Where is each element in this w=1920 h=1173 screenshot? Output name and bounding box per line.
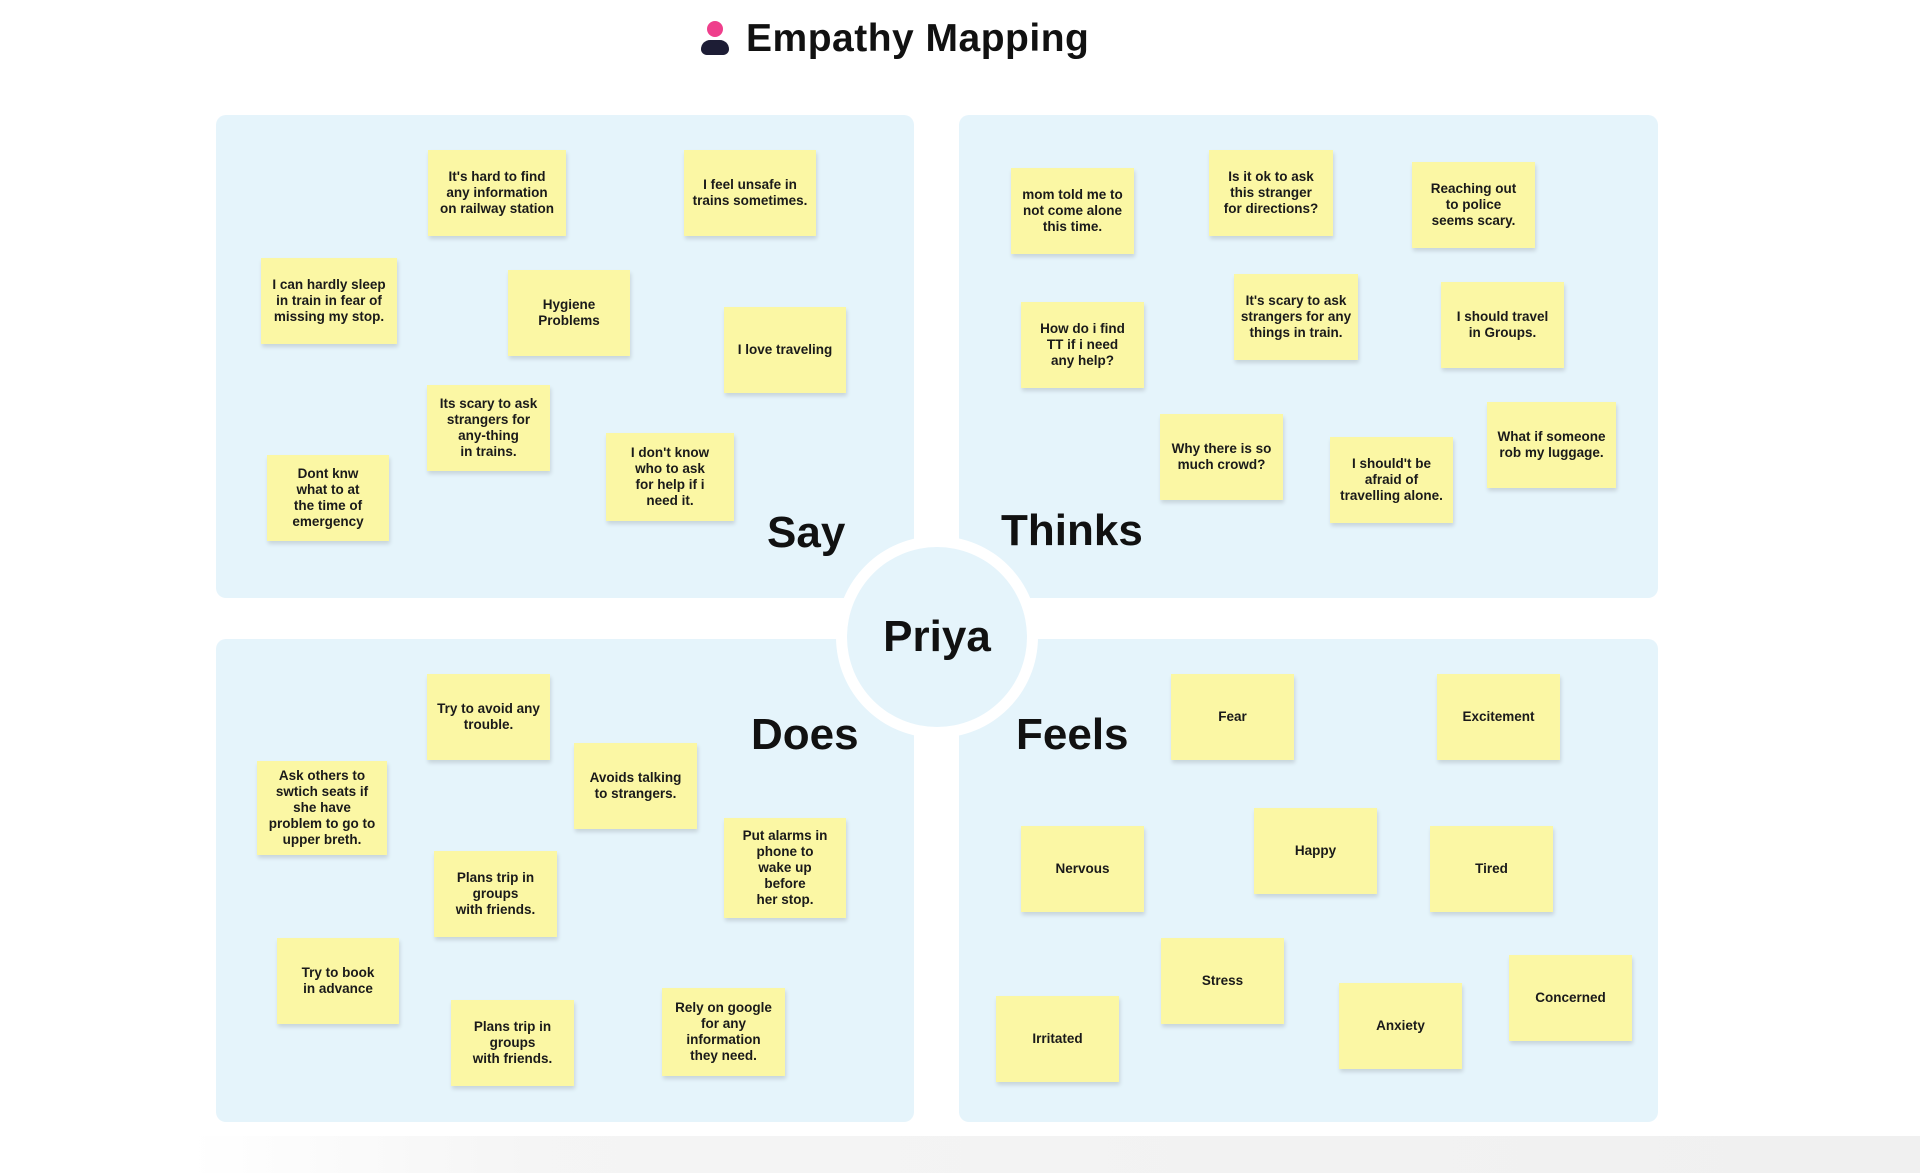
sticky-note-feels[interactable]: Anxiety — [1339, 983, 1462, 1069]
sticky-note-say[interactable]: I don't know who to ask for help if i ne… — [606, 433, 734, 521]
sticky-note-feels[interactable]: Stress — [1161, 938, 1284, 1024]
sticky-note-thinks[interactable]: How do i find TT if i need any help? — [1021, 302, 1144, 388]
sticky-note-thinks[interactable]: Is it ok to ask this stranger for direct… — [1209, 150, 1333, 236]
sticky-note-feels[interactable]: Excitement — [1437, 674, 1560, 760]
person-icon — [700, 21, 730, 57]
title-group: Empathy Mapping — [700, 14, 1089, 64]
sticky-note-does[interactable]: Plans trip in groups with friends. — [434, 851, 557, 937]
sticky-note-say[interactable]: It's hard to find any information on rai… — [428, 150, 566, 236]
persona-name: Priya — [883, 612, 991, 661]
sticky-note-does[interactable]: Avoids talking to strangers. — [574, 743, 697, 829]
sticky-note-feels[interactable]: Irritated — [996, 996, 1119, 1082]
persona-circle[interactable]: Priya — [847, 547, 1027, 727]
sticky-note-feels[interactable]: Nervous — [1021, 826, 1144, 912]
sticky-note-thinks[interactable]: I should travel in Groups. — [1441, 282, 1564, 368]
sticky-note-say[interactable]: I can hardly sleep in train in fear of m… — [261, 258, 397, 344]
sticky-note-thinks[interactable]: mom told me to not come alone this time. — [1011, 168, 1134, 254]
sticky-note-does[interactable]: Try to avoid any trouble. — [427, 674, 550, 760]
sticky-note-does[interactable]: Try to book in advance — [277, 938, 399, 1024]
sticky-note-does[interactable]: Put alarms in phone to wake up before he… — [724, 818, 846, 918]
page-title: Empathy Mapping — [746, 17, 1090, 60]
sticky-note-say[interactable]: Hygiene Problems — [508, 270, 630, 356]
sticky-note-thinks[interactable]: It's scary to ask strangers for any thin… — [1234, 274, 1358, 360]
sticky-note-say[interactable]: I love traveling — [724, 307, 846, 393]
quadrant-label-does: Does — [751, 710, 859, 759]
sticky-note-say[interactable]: I feel unsafe in trains sometimes. — [684, 150, 816, 236]
quadrant-label-thinks: Thinks — [1001, 506, 1143, 555]
sticky-note-feels[interactable]: Tired — [1430, 826, 1553, 912]
sticky-note-does[interactable]: Rely on google for any information they … — [662, 988, 785, 1076]
sticky-note-feels[interactable]: Happy — [1254, 808, 1377, 894]
sticky-note-does[interactable]: Plans trip in groups with friends. — [451, 1000, 574, 1086]
header: Empathy Mapping — [0, 0, 1920, 80]
sticky-note-thinks[interactable]: I should't be afraid of travelling alone… — [1330, 437, 1453, 523]
canvas-edge-shadow — [190, 1136, 1920, 1173]
sticky-note-thinks[interactable]: Why there is so much crowd? — [1160, 414, 1283, 500]
sticky-note-thinks[interactable]: What if someone rob my luggage. — [1487, 402, 1616, 488]
quadrant-label-feels: Feels — [1016, 710, 1129, 759]
sticky-note-say[interactable]: Dont knw what to at the time of emergenc… — [267, 455, 389, 541]
sticky-note-feels[interactable]: Concerned — [1509, 955, 1632, 1041]
sticky-note-say[interactable]: Its scary to ask strangers for any-thing… — [427, 385, 550, 471]
sticky-note-does[interactable]: Ask others to swtich seats if she have p… — [257, 761, 387, 855]
quadrant-label-say: Say — [767, 508, 846, 557]
sticky-note-thinks[interactable]: Reaching out to police seems scary. — [1412, 162, 1535, 248]
sticky-note-feels[interactable]: Fear — [1171, 674, 1294, 760]
